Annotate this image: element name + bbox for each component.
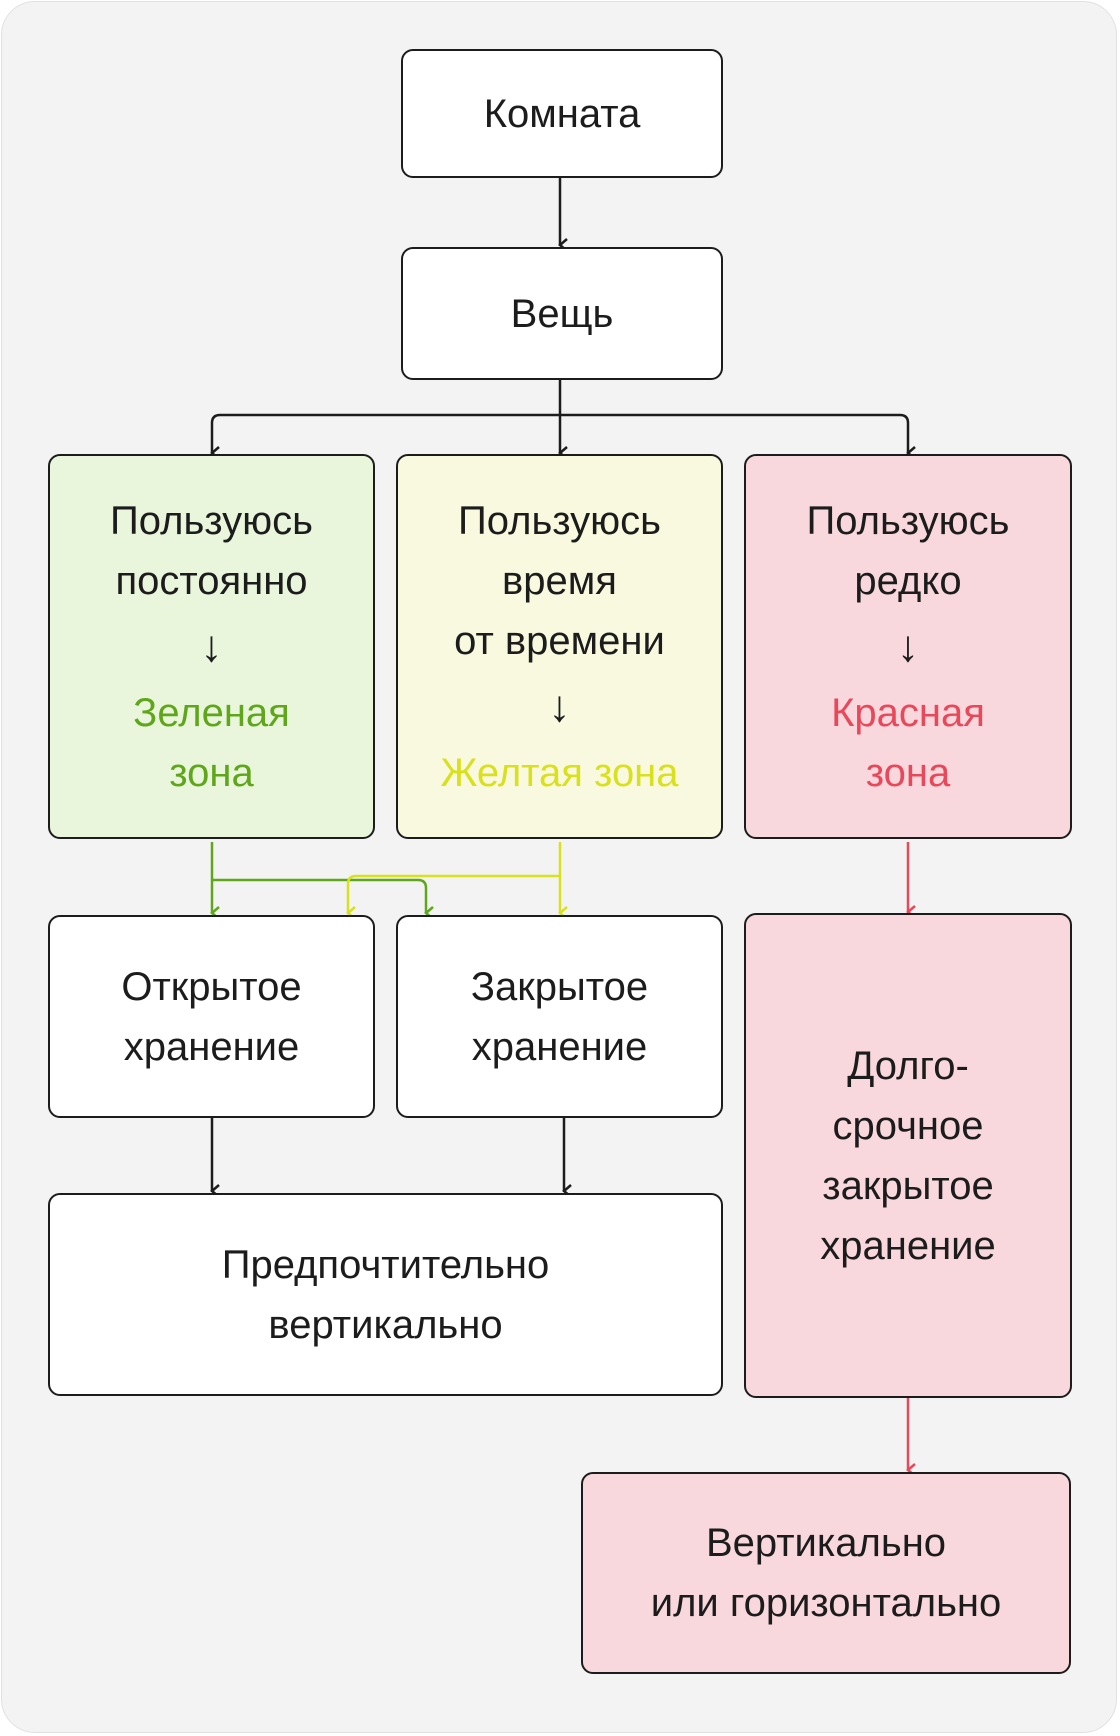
down-arrow-icon: ↓ [897, 621, 919, 671]
use-sometimes-line1: Пользуюсь [457, 498, 662, 543]
longterm-storage-line2: срочное [832, 1103, 984, 1148]
prefer-vertical-line1: Предпочтительно [221, 1242, 550, 1287]
node-use-constantly: Пользуюсь постоянно ↓ Зеленая зона [48, 454, 375, 839]
node-prefer-vertical: Предпочтительно вертикально [48, 1193, 723, 1396]
vertical-or-horizontal-line1: Вертикально [705, 1521, 947, 1565]
use-constantly-line1: Пользуюсь [109, 498, 314, 543]
node-closed-storage: Закрытое хранение [396, 915, 723, 1118]
node-longterm-storage: Долго- срочное закрытое хранение [744, 913, 1072, 1398]
edge-item-to-constantly [210, 380, 562, 460]
longterm-storage-line4: хранение [820, 1223, 996, 1268]
edge-green-to-closed [212, 878, 434, 920]
longterm-storage-line1: Долго- [847, 1043, 969, 1088]
green-zone-line2: зона [169, 750, 254, 795]
red-zone-line2: зона [865, 750, 951, 795]
use-sometimes-line3: от времени [454, 618, 665, 663]
node-use-sometimes: Пользуюсь время от времени ↓ Желтая зона [396, 454, 723, 839]
yellow-zone-label: Желтая зона [440, 750, 679, 795]
node-room: Комната [401, 49, 723, 178]
longterm-storage-line3: закрытое [822, 1163, 994, 1208]
node-room-label: Комната [483, 91, 641, 136]
edge-item-to-rarely [560, 413, 916, 460]
green-zone-line1: Зеленая [133, 690, 290, 735]
use-rarely-line2: редко [854, 558, 962, 603]
prefer-vertical-line2: вертикально [268, 1302, 503, 1347]
node-use-rarely: Пользуюсь редко ↓ Красная зона [744, 454, 1072, 839]
red-zone-line1: Красная [831, 690, 985, 735]
use-rarely-line1: Пользуюсь [806, 498, 1010, 543]
closed-storage-line1: Закрытое [470, 964, 649, 1009]
down-arrow-icon: ↓ [200, 621, 223, 671]
open-storage-line2: хранение [123, 1024, 300, 1069]
node-vertical-or-horizontal: Вертикально или горизонтально [581, 1472, 1071, 1674]
down-arrow-icon: ↓ [548, 681, 571, 731]
node-item-label: Вещь [510, 291, 614, 336]
use-constantly-line2: постоянно [115, 558, 308, 603]
closed-storage-line2: хранение [471, 1024, 648, 1069]
vertical-or-horizontal-line2: или горизонтально [650, 1581, 1002, 1625]
open-storage-line1: Открытое [121, 964, 302, 1009]
use-sometimes-line2: время [502, 558, 617, 603]
node-open-storage: Открытое хранение [48, 915, 375, 1118]
node-item: Вещь [401, 247, 723, 380]
edge-yellow-to-open [346, 874, 560, 920]
